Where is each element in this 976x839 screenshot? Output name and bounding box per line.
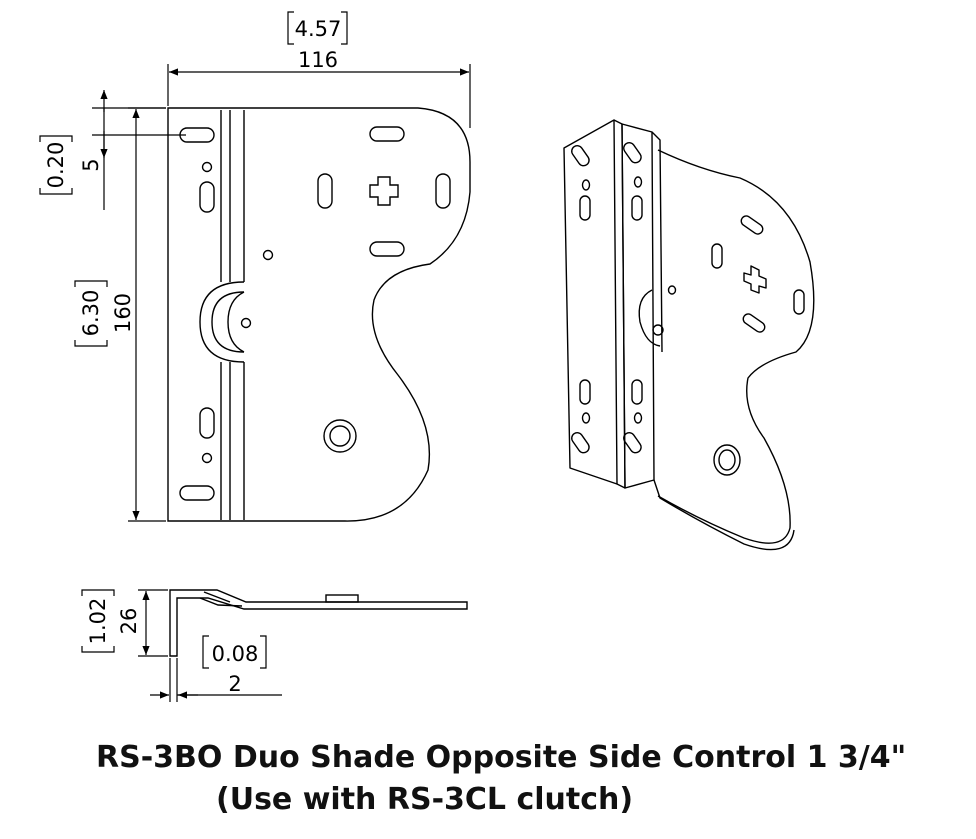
flange-edge	[651, 131, 663, 353]
cross-hole	[743, 265, 767, 294]
slot	[793, 289, 805, 315]
hole	[201, 452, 213, 464]
width-mm-label: 116	[298, 48, 338, 72]
slot	[623, 432, 642, 454]
notch	[227, 291, 245, 353]
thickness-mm-label: 2	[228, 672, 241, 696]
slot	[369, 126, 405, 142]
slot	[571, 145, 590, 167]
slot	[571, 432, 590, 454]
flange-face	[563, 119, 618, 485]
height-inches-label: 6.30	[79, 290, 103, 337]
slot	[579, 195, 591, 221]
slot	[623, 142, 642, 164]
hole	[262, 249, 274, 261]
slot	[742, 313, 766, 333]
hole	[667, 285, 677, 295]
inch-brackets	[39, 11, 348, 669]
tab-offset-mm-label: 5	[79, 158, 103, 171]
slot	[435, 173, 451, 209]
slot	[711, 243, 723, 269]
product-subtitle: (Use with RS-3CL clutch)	[216, 782, 634, 817]
dimension-lines	[92, 64, 471, 702]
boss-outer	[713, 444, 741, 476]
boss-inner	[718, 449, 736, 471]
slot	[631, 195, 643, 221]
hole	[581, 412, 591, 424]
notch	[638, 289, 661, 347]
thickness-inches-label: 0.08	[212, 642, 259, 666]
width-inches-label: 4.57	[295, 17, 342, 41]
front-view-outline	[167, 107, 471, 522]
tab-offset-inches-label: 0.20	[44, 142, 68, 189]
front-view	[167, 107, 471, 522]
slot	[199, 181, 215, 213]
side-height-mm-label: 26	[117, 608, 141, 635]
side-boss	[325, 594, 359, 603]
notch	[211, 291, 245, 353]
side-profile-bend	[203, 591, 231, 603]
side-view	[169, 589, 468, 657]
isometric-view	[563, 119, 815, 551]
hole	[201, 161, 213, 173]
hole	[652, 324, 664, 336]
boss-inner	[329, 425, 351, 447]
slot	[317, 173, 333, 209]
plate-edge	[653, 479, 795, 551]
side-profile	[169, 589, 468, 657]
side-profile-bend	[199, 597, 243, 607]
slot	[579, 379, 591, 405]
height-mm-label: 160	[111, 293, 135, 333]
slot	[369, 241, 405, 257]
slot	[631, 379, 643, 405]
side-height-inches-label: 1.02	[86, 598, 110, 645]
hole	[240, 317, 252, 329]
hole	[581, 179, 591, 191]
hole	[633, 412, 643, 424]
slot	[179, 485, 215, 501]
slot	[199, 407, 215, 439]
cross-hole	[369, 176, 399, 206]
hole	[633, 176, 643, 188]
notch	[199, 281, 245, 363]
boss-outer	[323, 419, 357, 453]
plate-outline	[657, 149, 815, 544]
product-title: RS-3BO Duo Shade Opposite Side Control 1…	[96, 740, 907, 775]
slot	[740, 215, 764, 235]
